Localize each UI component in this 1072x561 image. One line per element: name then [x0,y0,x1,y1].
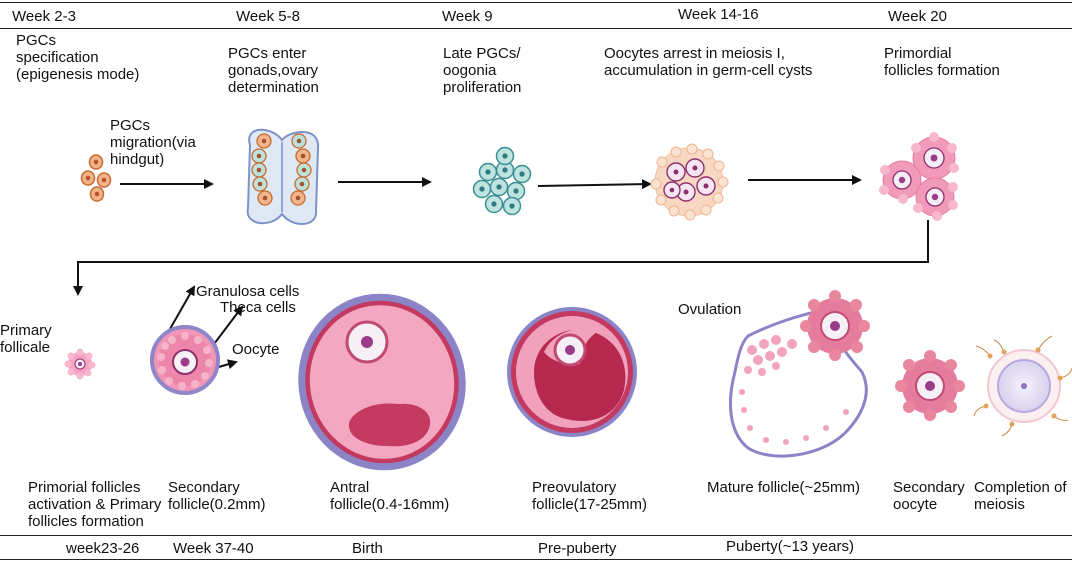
pgc-migration-label: PGCs migration(via hindgut) [110,117,196,168]
pointer-granulosa [165,285,195,337]
pgc-cluster [80,154,112,202]
bottom-timeline-rule-top [0,535,1072,536]
week-14-16-label: Week 14-16 [678,6,759,23]
secondary-oocyte [895,350,965,421]
pre-puberty-label: Pre-puberty [538,540,617,557]
granulosa-cells-label: Granulosa cells [196,283,300,300]
week-20-label: Week 20 [888,8,947,25]
week-2-3-label: Week 2-3 [12,8,76,25]
stage-oogonia-proliferation: Late PGCs/ oogonia proliferation [443,45,522,96]
antral-follicle [298,293,466,471]
stage-secondary-follicle: Secondary follicle(0.2mm) [168,479,266,513]
secondary-follicle [150,325,220,395]
germ-cell-cyst [650,143,729,221]
week-37-40-label: Week 37-40 [173,540,254,557]
stage-meiosis-arrest: Oocytes arrest in meiosis I, accumulatio… [604,45,813,79]
meiosis-completion [973,335,1072,437]
ovulation-label: Ovulation [678,301,742,318]
stage-meiosis-completion: Completion of meiosis [974,479,1067,513]
arrow-wrap-to-primary [73,220,929,296]
stage-mature-follicle: Mature follicle(~25mm) [707,479,860,496]
week-9-label: Week 9 [442,8,493,25]
mature-follicle [729,290,870,458]
stage-primordial-formation: Primordial follicles formation [884,45,1000,79]
stage-primary-formation: Primorial follicles activation & Primary… [28,479,162,530]
birth-label: Birth [352,540,383,557]
arrow-to-cysts [537,179,652,190]
week-5-8-label: Week 5-8 [236,8,300,25]
primary-follicle-label: Primary follicale [0,322,52,356]
preovulatory-follicle [507,307,637,437]
bottom-timeline-rule [0,559,1072,560]
puberty-label: Puberty(~13 years) [726,538,854,555]
stage-antral-follicle: Antral follicle(0.4-16mm) [330,479,450,513]
top-timeline-rule [0,28,1072,29]
gonad-pair [246,128,320,225]
stage-pgc-specification: PGCs specification (epigenesis mode) [16,32,140,83]
oogonia-cluster [472,146,532,216]
primordial-follicles [879,132,959,221]
week-23-26-label: week23-26 [66,540,140,557]
top-border [0,2,1072,3]
primary-follicle [64,348,96,380]
stage-gonad-entry: PGCs enter gonads,ovary determination [228,45,319,96]
stage-preovulatory-follicle: Preovulatory follicle(17-25mm) [532,479,648,513]
stage-secondary-oocyte: Secondary oocyte [893,479,965,513]
oocyte-label: Oocyte [232,341,280,358]
